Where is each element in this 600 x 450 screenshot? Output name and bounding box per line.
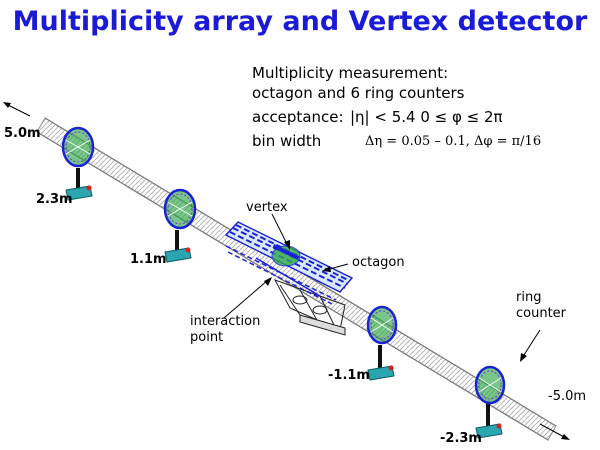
binwidth-value: Δη = 0.05 – 0.1, Δφ = π/16 bbox=[365, 134, 542, 149]
label-neg-5m: -5.0m bbox=[548, 389, 587, 404]
label-neg-2-3m: -2.3m bbox=[440, 431, 482, 446]
arrow-left-icon bbox=[3, 102, 31, 117]
info-line-1: Multiplicity measurement: bbox=[252, 64, 449, 82]
page-title: Multiplicity array and Vertex detector bbox=[12, 6, 588, 37]
arrow-right-icon bbox=[539, 423, 570, 440]
label-octagon: octagon bbox=[352, 255, 405, 270]
label-interaction-point: interaction point bbox=[190, 314, 261, 345]
binwidth-label: bin width bbox=[252, 132, 322, 150]
acceptance-value: |η| < 5.4 0 ≤ φ ≤ 2π bbox=[350, 108, 503, 126]
label-pos-2-3m: 2.3m bbox=[36, 192, 73, 207]
ring-counter-neg-2-3m bbox=[474, 365, 506, 439]
label-neg-1-1m: -1.1m bbox=[328, 368, 370, 383]
ring-counter-pos-1-1m bbox=[163, 188, 197, 263]
info-line-2: octagon and 6 ring counters bbox=[252, 84, 465, 102]
ring-counter-neg-1-1m bbox=[366, 305, 398, 381]
acceptance-label: acceptance: bbox=[252, 108, 344, 126]
label-pos-5m: 5.0m bbox=[4, 126, 41, 141]
label-pos-1-1m: 1.1m bbox=[130, 252, 167, 267]
label-ring-counter: ring counter bbox=[516, 290, 567, 321]
ring-counter-pos-2-3m bbox=[61, 126, 95, 201]
octagon-support bbox=[273, 279, 346, 336]
leader-lines bbox=[223, 213, 541, 362]
label-vertex: vertex bbox=[246, 200, 288, 215]
vertex-detector bbox=[271, 244, 301, 267]
